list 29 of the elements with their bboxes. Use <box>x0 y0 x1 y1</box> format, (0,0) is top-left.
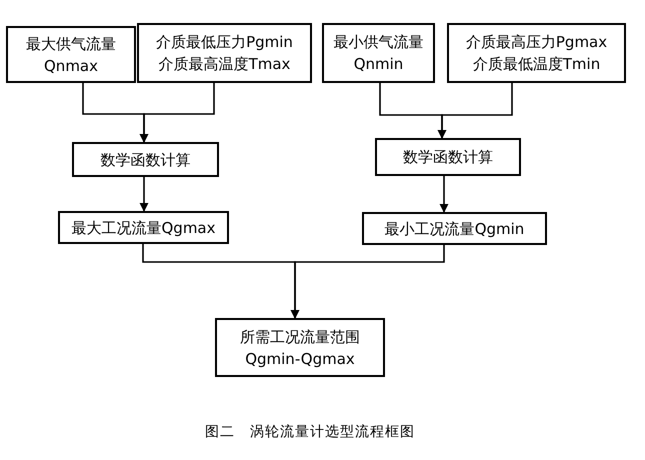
process-box <box>322 23 435 83</box>
arrow <box>438 83 513 139</box>
box-text: Qnmin <box>354 55 404 73</box>
process-box <box>6 26 136 83</box>
box-text: 最大供气流量 <box>26 34 116 52</box>
box-text: 介质最低压力Pgmin <box>156 33 293 51</box>
figure-caption: 图二 涡轮流量计选型流程框图 <box>205 424 415 440</box>
box-text: 介质最高压力Pgmax <box>466 33 608 51</box>
process-box <box>137 23 312 83</box>
box-text: 介质最高温度Tmax <box>158 55 290 73</box>
box-text: Qnmax <box>44 56 98 74</box>
process-box <box>447 23 626 83</box>
arrow <box>140 83 215 143</box>
box-text: 数学函数计算 <box>403 148 493 166</box>
box-text: 所需工况流量范围 <box>240 328 360 346</box>
box-text: 最小供气流量 <box>334 33 424 51</box>
process-box <box>375 138 521 176</box>
box-text: 数学函数计算 <box>100 150 190 168</box>
process-box <box>72 142 219 177</box>
box-text: Qgmin-Qgmax <box>245 350 355 368</box>
box-text: 最大工况流量Qgmax <box>71 218 216 236</box>
arrow <box>140 177 148 212</box>
box-text: 最小工况流量Qgmin <box>384 220 524 238</box>
process-box <box>215 318 385 377</box>
box-text: 介质最低温度Tmin <box>472 55 600 73</box>
process-box <box>362 212 547 245</box>
arrow <box>290 245 445 319</box>
arrow <box>440 176 448 213</box>
process-box <box>58 211 229 244</box>
